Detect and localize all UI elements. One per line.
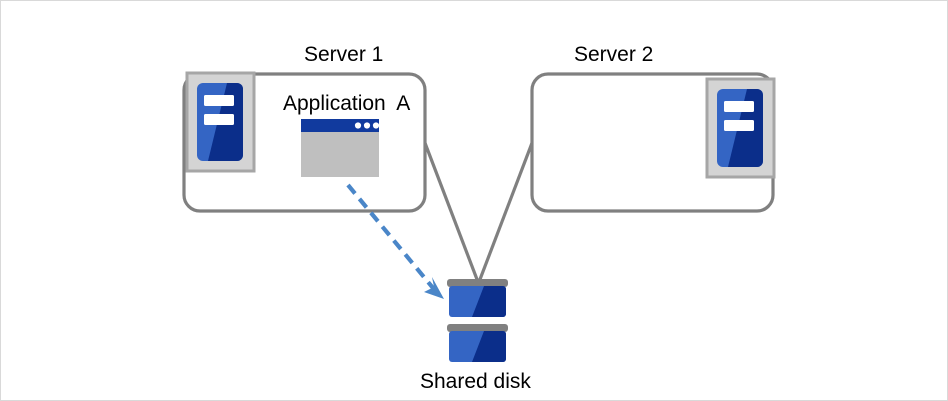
application-access-arrow	[346, 183, 444, 299]
application-access-arrowhead	[424, 277, 444, 299]
application-window-dot	[372, 122, 380, 129]
server1-label: Server 1	[304, 43, 384, 66]
application-window-titlebar	[301, 119, 379, 132]
application-window-dot	[363, 122, 371, 129]
disk-band-top	[447, 279, 508, 287]
server-icon-bar-top	[724, 101, 754, 112]
application-window-icon[interactable]	[301, 119, 380, 177]
disk-platter-bottom-dark	[472, 331, 506, 362]
server-icon	[185, 71, 256, 173]
server-icon-bar-bottom	[204, 114, 234, 125]
server-icon	[705, 77, 776, 179]
application-window-dot	[354, 122, 362, 129]
disk-platter-top-dark	[472, 286, 506, 317]
server2-disk-link	[477, 142, 534, 283]
server-icon-bar-bottom	[724, 120, 754, 131]
connector-lines	[423, 142, 534, 283]
disk-band-bottom	[447, 324, 508, 332]
server-icon-bar-top	[204, 95, 234, 106]
server1-disk-link	[423, 142, 480, 283]
server2-label: Server 2	[574, 43, 654, 66]
application-access-arrow-line	[346, 183, 435, 290]
shared-disk-label: Shared disk	[420, 370, 531, 393]
application-label: Application A	[283, 92, 411, 115]
disk-stack-icon[interactable]	[447, 279, 508, 362]
